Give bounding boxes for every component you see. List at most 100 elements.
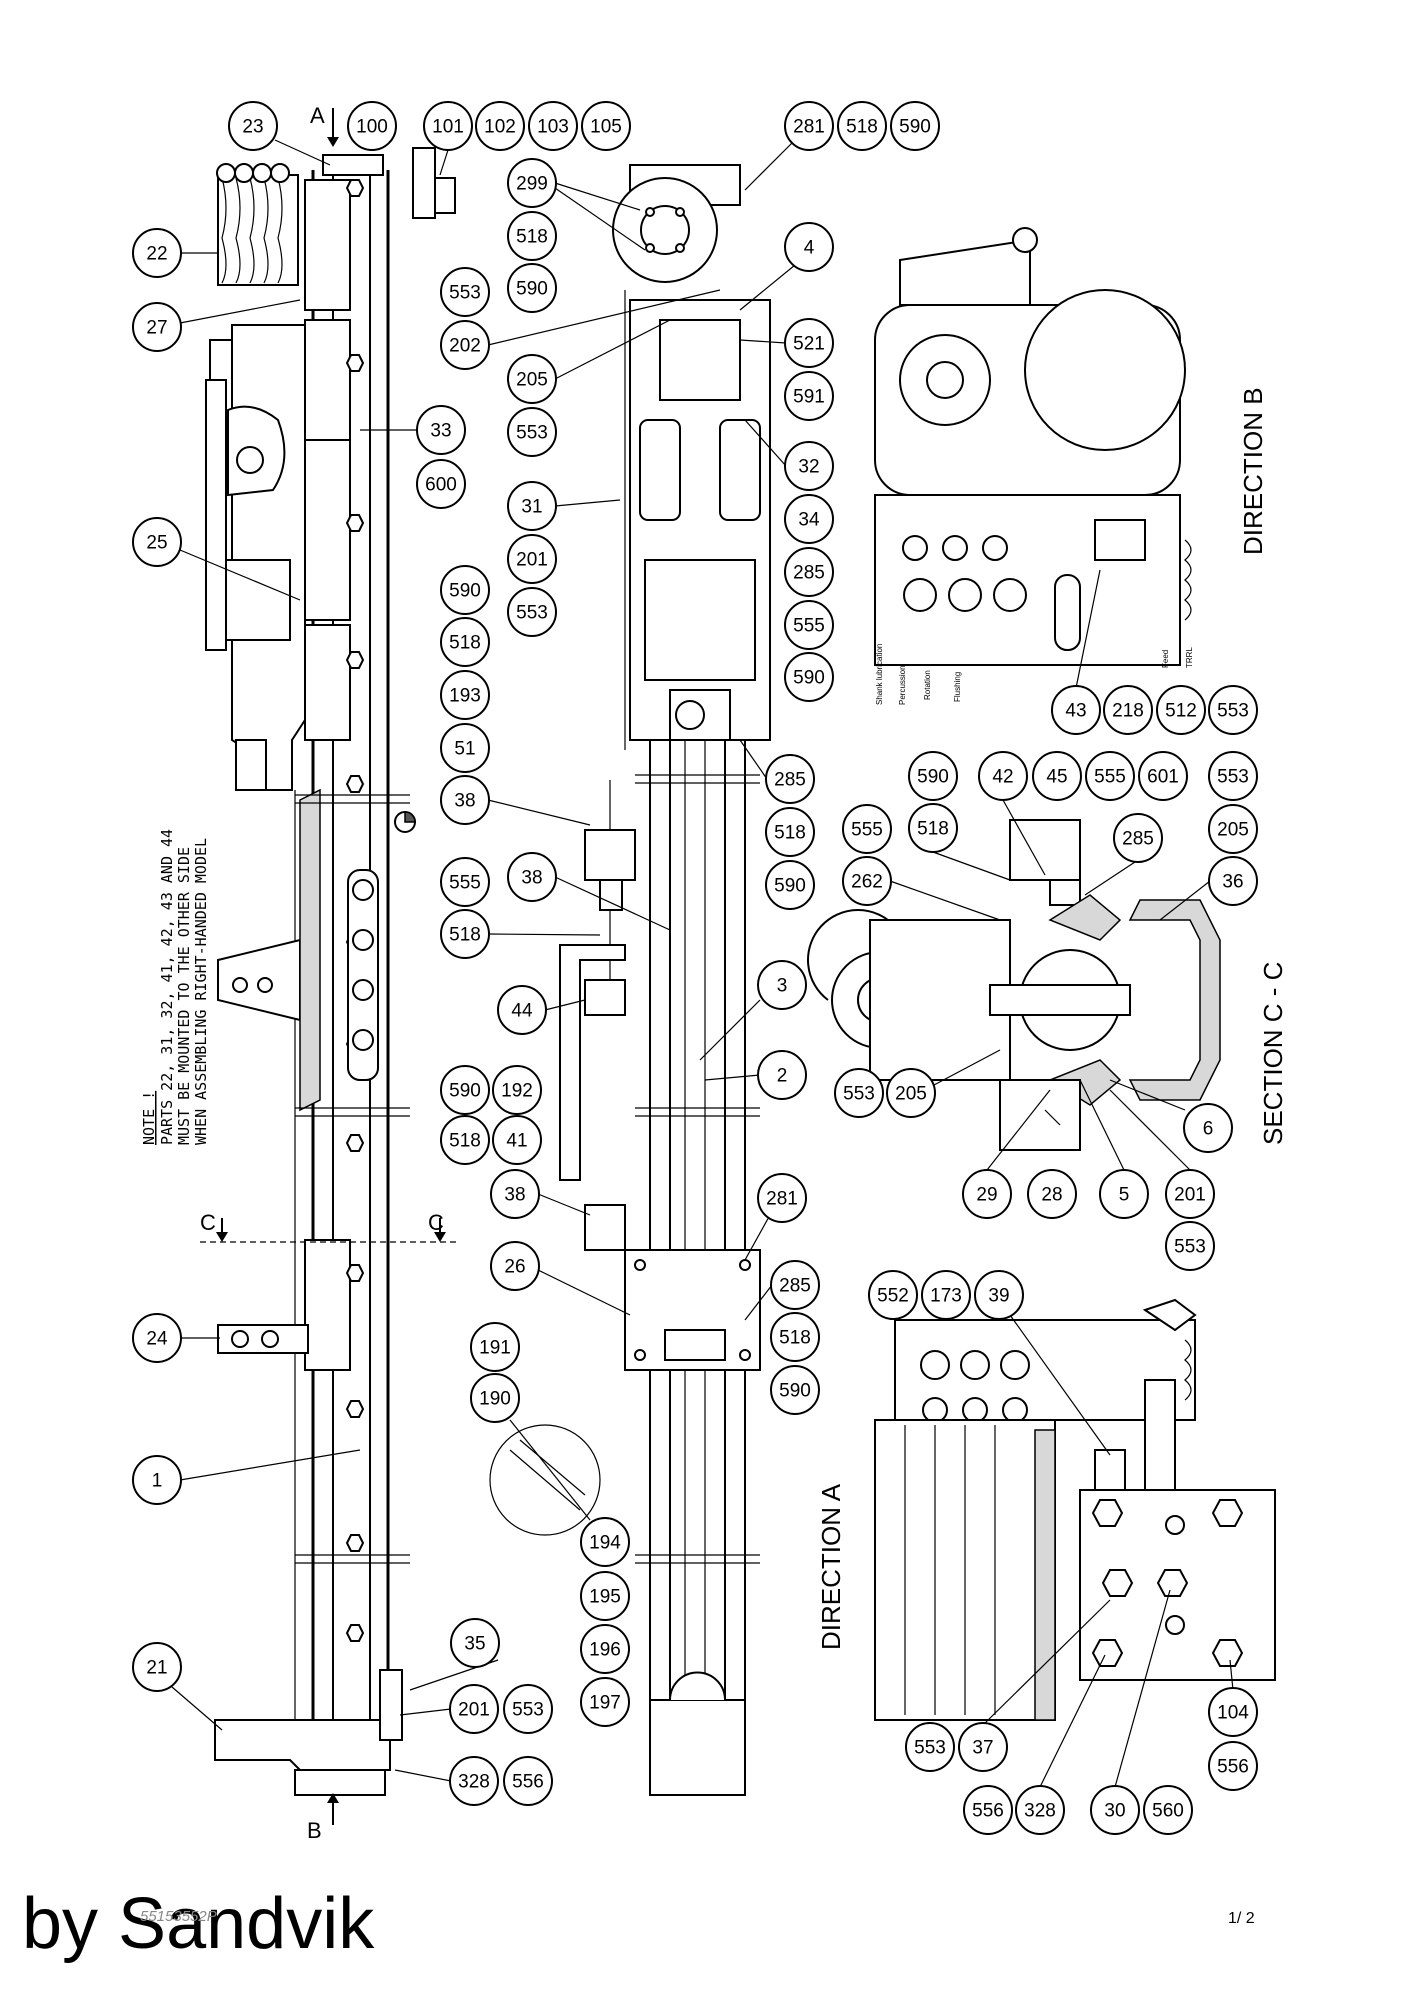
part-balloon-25: 25	[132, 517, 182, 567]
part-balloon-190: 190	[470, 1373, 520, 1423]
part-balloon-105: 105	[581, 101, 631, 151]
balloon-circle	[528, 101, 578, 151]
balloon-circle	[440, 1115, 490, 1165]
balloon-circle	[450, 1618, 500, 1668]
balloon-label: 34	[798, 510, 820, 531]
part-balloon-102: 102	[475, 101, 525, 151]
balloon-circle	[765, 754, 815, 804]
balloon-label: 31	[521, 497, 542, 518]
balloon-label: 518	[516, 227, 548, 248]
marker-c-left: C	[200, 1210, 216, 1235]
balloon-circle	[784, 547, 834, 597]
hose-label-flushing: Flushing	[953, 672, 962, 702]
balloon-label: 100	[356, 117, 388, 138]
part-balloon-553: 553	[905, 1722, 955, 1772]
balloon-label: 38	[454, 791, 475, 812]
balloon-label: 553	[516, 603, 548, 624]
balloon-circle	[1051, 685, 1101, 735]
balloon-circle	[507, 407, 557, 457]
balloon-circle	[507, 534, 557, 584]
balloon-circle	[1085, 751, 1135, 801]
balloon-circle	[1208, 1741, 1258, 1791]
balloon-label: 38	[504, 1185, 525, 1206]
balloon-circle	[440, 670, 490, 720]
balloon-label: 41	[506, 1131, 527, 1152]
balloon-label: 45	[1046, 767, 1067, 788]
balloon-label: 32	[798, 457, 819, 478]
part-balloon-555: 555	[1085, 751, 1135, 801]
balloon-circle	[416, 405, 466, 455]
part-balloon-173: 173	[921, 1270, 971, 1320]
balloon-label: 25	[146, 533, 167, 554]
part-balloon-555: 555	[842, 804, 892, 854]
part-balloon-285: 285	[1113, 813, 1163, 863]
balloon-circle	[490, 1169, 540, 1219]
balloon-circle	[784, 318, 834, 368]
balloon-circle	[580, 1624, 630, 1674]
balloon-circle	[475, 101, 525, 151]
balloon-label: 600	[425, 475, 457, 496]
part-balloon-556: 556	[1208, 1741, 1258, 1791]
part-balloon-591: 591	[784, 371, 834, 421]
balloon-circle	[1165, 1169, 1215, 1219]
part-balloon-555: 555	[784, 600, 834, 650]
balloon-label: 4	[804, 238, 815, 259]
brand-watermark: by Sandvik	[22, 1884, 375, 1964]
part-balloon-36: 36	[1208, 856, 1258, 906]
balloon-circle	[1103, 685, 1153, 735]
balloon-circle	[770, 1260, 820, 1310]
balloon-label: 22	[146, 244, 167, 265]
part-balloon-205: 205	[886, 1068, 936, 1118]
balloon-circle	[580, 1677, 630, 1727]
hose-label-shank: Shank lubrication	[875, 644, 884, 705]
part-balloon-6: 6	[1183, 1103, 1233, 1153]
balloon-circle	[490, 1241, 540, 1291]
balloon-label: 205	[1217, 820, 1249, 841]
balloon-circle	[440, 723, 490, 773]
part-balloon-518: 518	[837, 101, 887, 151]
balloon-label: 197	[589, 1693, 621, 1714]
part-balloon-553: 553	[440, 267, 490, 317]
part-balloon-34: 34	[784, 494, 834, 544]
balloon-circle	[507, 354, 557, 404]
balloon-label: 36	[1222, 872, 1243, 893]
balloon-circle	[423, 101, 473, 151]
balloon-circle	[1183, 1103, 1233, 1153]
balloon-label: 328	[458, 1772, 490, 1793]
marker-a: A	[310, 103, 325, 128]
balloon-circle	[132, 1642, 182, 1692]
balloon-label: 38	[521, 868, 542, 889]
drawing-number: 55153552P	[140, 1908, 217, 1925]
part-balloon-194: 194	[580, 1517, 630, 1567]
balloon-circle	[834, 1068, 884, 1118]
part-balloon-218: 218	[1103, 685, 1153, 735]
balloon-circle	[507, 263, 557, 313]
balloon-label: 328	[1024, 1801, 1056, 1822]
balloon-circle	[837, 101, 887, 151]
part-balloon-27: 27	[132, 302, 182, 352]
part-balloon-590: 590	[765, 860, 815, 910]
balloon-circle	[347, 101, 397, 151]
balloon-label: 553	[843, 1084, 875, 1105]
balloon-label: 590	[449, 1081, 481, 1102]
balloon-circle	[770, 1312, 820, 1362]
feed-beam-side-view	[200, 108, 460, 1825]
balloon-label: 196	[589, 1640, 621, 1661]
balloon-circle	[507, 211, 557, 261]
part-balloon-202: 202	[440, 320, 490, 370]
direction-b-label: DIRECTION B	[1238, 387, 1268, 555]
balloon-label: 39	[988, 1286, 1009, 1307]
balloon-label: 21	[146, 1658, 167, 1679]
part-balloon-518: 518	[440, 909, 490, 959]
balloon-label: 590	[793, 668, 825, 689]
part-balloon-26: 26	[490, 1241, 540, 1291]
part-balloon-600: 600	[416, 459, 466, 509]
part-balloon-590: 590	[890, 101, 940, 151]
balloon-label: 51	[454, 739, 475, 760]
part-balloon-24: 24	[132, 1313, 182, 1363]
part-balloon-518: 518	[440, 1115, 490, 1165]
balloon-label: 205	[895, 1084, 927, 1105]
balloon-label: 5	[1119, 1185, 1130, 1206]
balloon-circle	[1208, 804, 1258, 854]
